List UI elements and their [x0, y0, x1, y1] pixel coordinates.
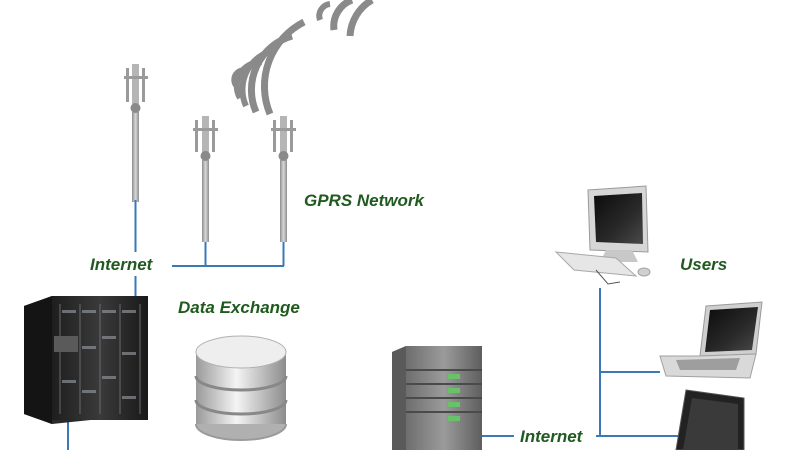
connector-lines — [67, 200, 680, 450]
gprs-network-label: GPRS Network — [304, 191, 424, 210]
laptop-icon — [659, 301, 763, 379]
users-label: Users — [680, 255, 728, 274]
internet-label-left: Internet — [90, 255, 153, 274]
wireless-signal-icon — [231, 0, 374, 116]
cell-tower-icon — [193, 116, 218, 242]
server-tower-icon — [392, 346, 482, 450]
tablet-icon — [675, 389, 745, 450]
data-exchange-label: Data Exchange — [178, 298, 300, 317]
internet-label-right: Internet — [520, 427, 583, 446]
database-icon — [194, 335, 288, 441]
server-rack-icon — [24, 296, 148, 424]
desktop-computer-icon — [554, 185, 651, 285]
cell-tower-icon — [124, 64, 148, 202]
cell-tower-icon — [271, 116, 296, 242]
